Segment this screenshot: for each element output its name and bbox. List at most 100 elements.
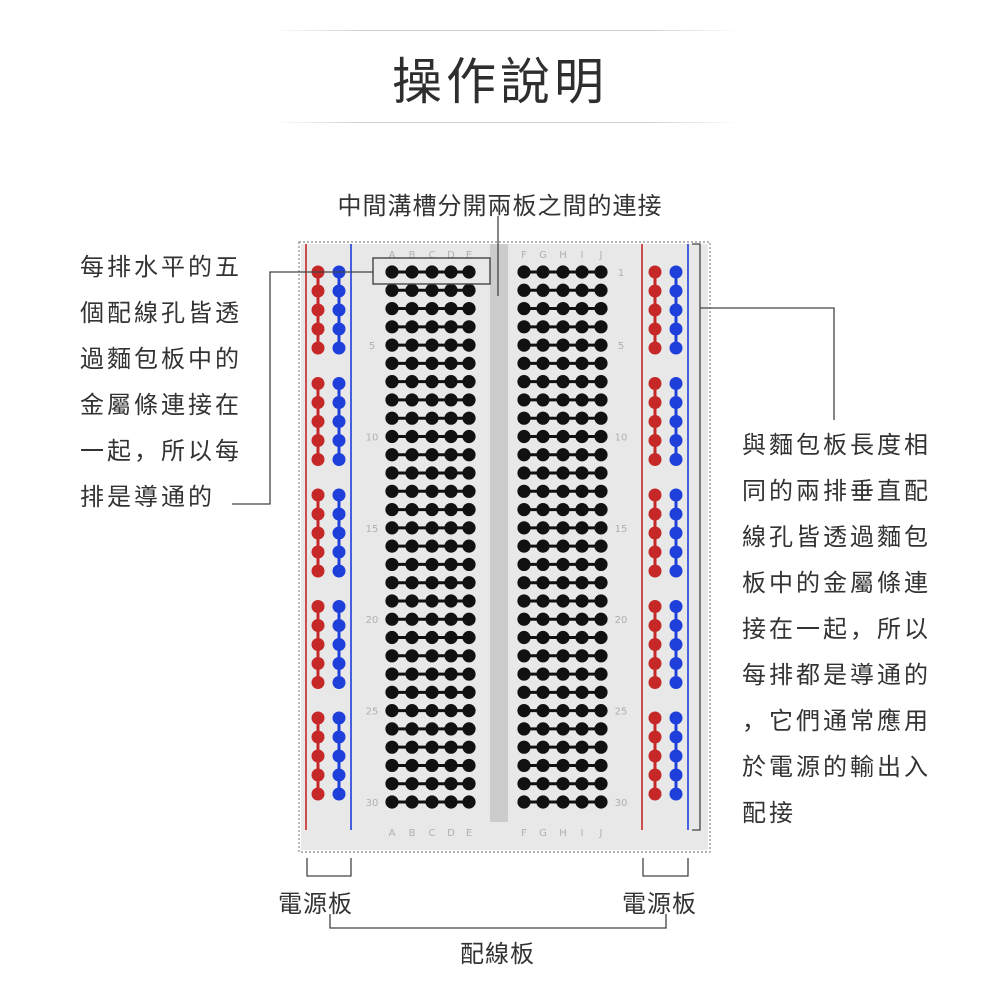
title-bottom-rule	[270, 122, 740, 123]
terminal-strip-left-hole	[462, 539, 476, 553]
power-rail-positive-hole	[311, 377, 325, 390]
terminal-strip-left-hole	[405, 612, 419, 626]
terminal-strip-right-hole	[594, 393, 608, 407]
terminal-strip-right-hole	[536, 795, 550, 809]
power-rail-negative-hole	[669, 377, 683, 390]
power-rail-positive-hole	[311, 619, 325, 632]
terminal-strip-left-hole	[425, 320, 439, 334]
terminal-strip-left-hole	[405, 502, 419, 517]
terminal-strip-right-hole	[536, 722, 550, 736]
terminal-strip-right-hole	[517, 466, 531, 480]
terminal-strip-right-hole	[575, 502, 589, 517]
power-rail-negative-hole	[332, 377, 346, 390]
terminal-strip-right-hole	[556, 557, 570, 572]
power-rail-positive-hole	[311, 657, 325, 670]
terminal-strip-left-hole	[444, 667, 458, 681]
terminal-strip-right-hole	[575, 539, 589, 553]
power-rail-negative-hole	[332, 453, 346, 466]
terminal-strip-left-hole	[425, 502, 439, 517]
description-line: 每排水平的五	[80, 253, 242, 281]
terminal-strip-left-hole	[425, 265, 439, 279]
power-rail-negative-hole	[669, 749, 683, 763]
terminal-strip-left-hole	[405, 484, 419, 498]
description-line: 金屬條連接在	[80, 391, 242, 419]
terminal-strip-right-hole	[536, 301, 550, 316]
column-letter: J	[599, 250, 603, 261]
terminal-strip-right-hole	[536, 630, 550, 645]
terminal-strip-right-hole	[594, 649, 608, 663]
power-rail-positive-hole	[648, 396, 662, 409]
description-line: 過麵包板中的	[80, 345, 242, 373]
terminal-strip-left-hole	[444, 594, 458, 608]
column-letter: H	[559, 828, 567, 839]
terminal-strip-left-hole	[444, 576, 458, 590]
terminal-strip-left-hole	[444, 484, 458, 498]
power-rail-negative-hole	[669, 638, 683, 651]
power-rail-negative-hole	[669, 396, 683, 409]
terminal-strip-left-hole	[385, 466, 399, 480]
terminal-strip-right-hole	[556, 265, 570, 279]
terminal-strip-right-hole	[536, 667, 550, 681]
terminal-strip-left-hole	[425, 649, 439, 663]
power-rail-negative-hole	[332, 284, 346, 298]
terminal-strip-right-hole	[594, 704, 608, 718]
row-number: 5	[618, 341, 624, 352]
terminal-strip-left-hole	[405, 448, 419, 462]
terminal-strip-left-hole	[462, 393, 476, 407]
power-rail-positive-hole	[311, 526, 325, 540]
terminal-strip-right-hole	[556, 301, 570, 316]
terminal-strip-right-hole	[575, 521, 589, 535]
terminal-strip-left-hole	[385, 283, 399, 297]
terminal-strip-left-hole	[444, 265, 458, 279]
terminal-strip-left-hole	[462, 758, 476, 773]
power-rail-negative-hole	[332, 638, 346, 651]
terminal-strip-left-hole	[405, 539, 419, 553]
terminal-strip-right-hole	[575, 557, 589, 572]
column-letter: B	[409, 828, 416, 839]
terminal-strip-left-hole	[444, 466, 458, 480]
row-number: 25	[366, 707, 379, 718]
terminal-strip-left-hole	[425, 630, 439, 645]
terminal-strip-right-hole	[556, 448, 570, 462]
power-rail-positive-hole	[648, 341, 662, 355]
terminal-strip-left-hole	[385, 704, 399, 718]
rail-connection-description: 與麵包板長度相 同的兩排垂直配 線孔皆透過麵包 板中的金屬條連 接在一起，所以 …	[742, 422, 931, 836]
terminal-strip-left-hole	[425, 484, 439, 498]
row-number: 5	[369, 341, 375, 352]
power-rail-positive-hole	[648, 638, 662, 651]
power-rail-positive-hole	[311, 341, 325, 355]
row-number: 30	[615, 798, 628, 809]
power-rail-negative-hole	[332, 730, 346, 744]
terminal-strip-left-hole	[462, 429, 476, 444]
terminal-strip-left-hole	[405, 777, 419, 791]
terminal-strip-right-hole	[536, 484, 550, 498]
terminal-strip-right-hole	[575, 320, 589, 334]
terminal-strip-right-hole	[517, 795, 531, 809]
terminal-strip-right-hole	[517, 557, 531, 572]
terminal-strip-left-hole	[444, 301, 458, 316]
power-rail-negative-hole	[332, 526, 346, 540]
terminal-strip-left-hole	[425, 795, 439, 809]
terminal-strip-left-hole	[405, 320, 419, 334]
terminal-strip-left-hole	[385, 777, 399, 791]
column-letter: F	[521, 828, 527, 839]
power-rail-positive-hole	[648, 657, 662, 670]
terminal-strip-right-hole	[536, 685, 550, 699]
power-rail-negative-hole	[669, 415, 683, 428]
terminal-strip-left-hole	[425, 704, 439, 718]
row-number: 15	[366, 524, 379, 535]
terminal-strip-left-hole	[405, 630, 419, 645]
terminal-strip-right-hole	[575, 777, 589, 791]
terminal-strip-right-hole	[594, 758, 608, 773]
terminal-strip-right-hole	[575, 448, 589, 462]
column-letter: B	[409, 250, 416, 261]
power-rail-positive-hole	[648, 322, 662, 336]
terminal-strip-left-hole	[462, 685, 476, 699]
terminal-strip-right-hole	[556, 539, 570, 553]
terminal-strip-right-hole	[517, 612, 531, 626]
terminal-strip-left-hole	[444, 612, 458, 626]
terminal-strip-left-hole	[385, 411, 399, 425]
power-rail-positive-hole	[648, 488, 662, 502]
terminal-strip-left-hole	[462, 557, 476, 572]
